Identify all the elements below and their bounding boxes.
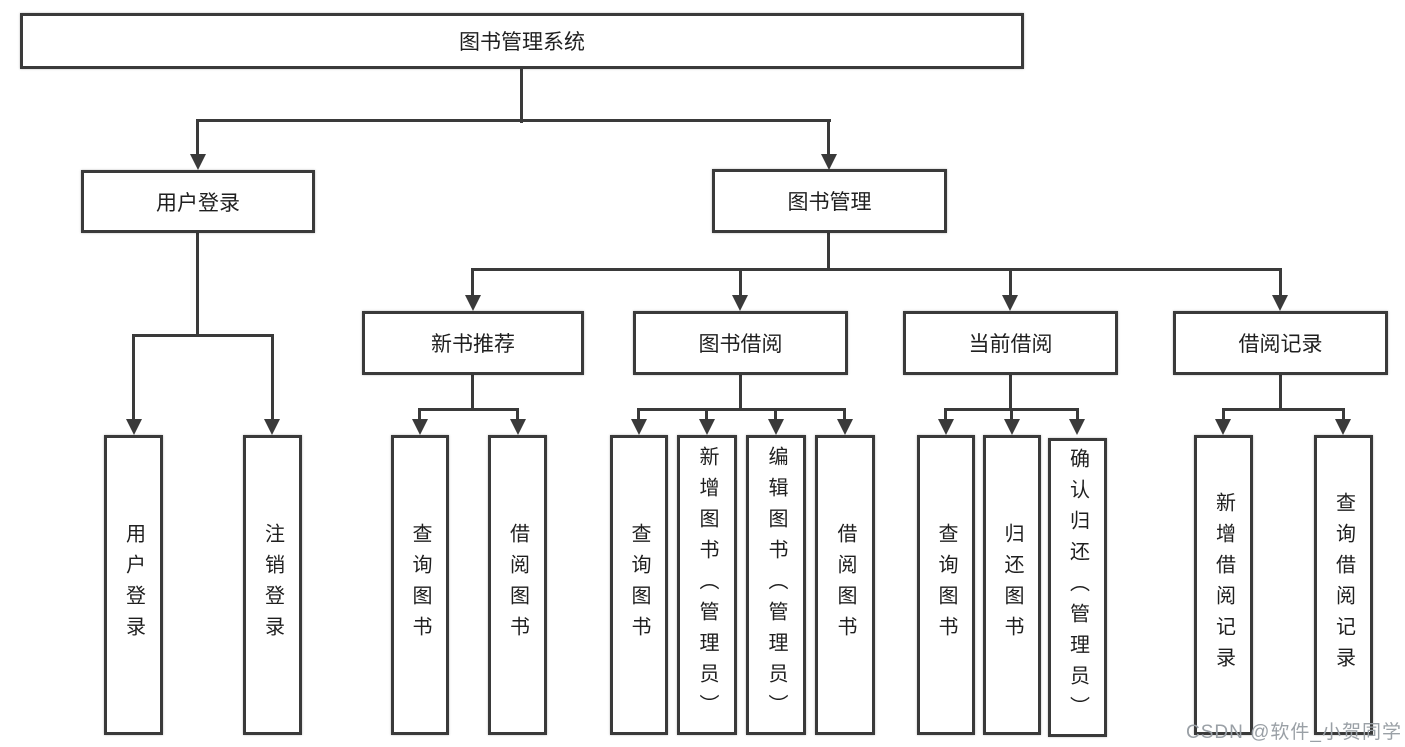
root-connector-stem (520, 69, 523, 123)
book-mgmt-connector-drop (471, 268, 474, 299)
root-connector-drop-right (827, 119, 830, 157)
new-book-connector-stem (471, 375, 474, 411)
arrow-down-icon (190, 154, 206, 170)
leaf-label: 用户登录 (122, 523, 145, 647)
arrow-down-icon (465, 295, 481, 311)
user-login-connector-drop (132, 334, 135, 421)
leaf-label: 查询图书 (935, 523, 957, 647)
book-mgmt-connector-stem (827, 233, 830, 271)
node-new-book-label: 新书推荐 (431, 333, 515, 356)
leaf-borrow-query: 查询图书 (610, 435, 668, 735)
book-mgmt-connector-drop (1279, 268, 1282, 299)
leaf-current-confirm: 确认归还（管理员） (1048, 438, 1107, 737)
leaf-current-return: 归还图书 (983, 435, 1041, 735)
current-connector-drop (1010, 408, 1013, 422)
user-login-connector-drop (271, 334, 274, 421)
leaf-newbook-borrow: 借阅图书 (488, 435, 547, 735)
node-new-book: 新书推荐 (362, 311, 584, 375)
book-mgmt-connector-drop (1009, 268, 1012, 299)
leaf-records-add: 新增借阅记录 (1194, 435, 1253, 735)
borrow-connector-bar (637, 408, 846, 411)
arrow-down-icon (821, 154, 837, 170)
new-book-connector-drop (418, 408, 421, 422)
arrow-down-icon (412, 419, 428, 435)
borrow-connector-drop (843, 408, 846, 422)
arrow-down-icon (1335, 419, 1351, 435)
book-mgmt-connector-drop (739, 268, 742, 299)
leaf-label: 注销登录 (261, 523, 284, 647)
arrow-down-icon (1069, 419, 1085, 435)
arrow-down-icon (1215, 419, 1231, 435)
leaf-label: 确认归还（管理员） (1066, 448, 1089, 727)
leaf-label: 新增借阅记录 (1212, 492, 1235, 678)
current-connector-drop (1076, 408, 1079, 422)
node-user-login-label: 用户登录 (156, 191, 240, 215)
node-records-label: 借阅记录 (1238, 333, 1323, 356)
leaf-label: 查询图书 (628, 523, 650, 647)
leaf-current-query: 查询图书 (917, 435, 975, 735)
leaf-borrow-add: 新增图书（管理员） (677, 435, 737, 735)
arrow-down-icon (837, 419, 853, 435)
leaf-label: 新增图书（管理员） (696, 445, 718, 725)
current-connector-drop (944, 408, 947, 422)
records-connector-drop (1222, 408, 1225, 422)
node-root: 图书管理系统 (20, 13, 1024, 69)
node-book-mgmt: 图书管理 (712, 169, 947, 233)
leaf-newbook-query: 查询图书 (391, 435, 449, 735)
borrow-connector-drop (774, 408, 777, 422)
node-current-label: 当前借阅 (968, 333, 1053, 356)
root-connector-bar (196, 119, 831, 122)
leaf-label: 归还图书 (1001, 523, 1023, 647)
arrow-down-icon (732, 295, 748, 311)
borrow-connector-stem (739, 375, 742, 411)
arrow-down-icon (768, 419, 784, 435)
csdn-watermark: CSDN @软件_小贺同学 (1186, 722, 1402, 743)
borrow-connector-drop (637, 408, 640, 422)
leaf-logout: 注销登录 (243, 435, 302, 735)
node-borrow-label: 图书借阅 (698, 333, 783, 356)
arrow-down-icon (264, 419, 280, 435)
records-connector-bar (1222, 408, 1345, 411)
records-connector-stem (1279, 375, 1282, 411)
leaf-borrow-borrow: 借阅图书 (815, 435, 875, 735)
leaf-records-query: 查询借阅记录 (1314, 435, 1373, 735)
node-borrow: 图书借阅 (633, 311, 848, 375)
arrow-down-icon (1002, 295, 1018, 311)
leaf-label: 查询借阅记录 (1332, 492, 1355, 678)
arrow-down-icon (510, 419, 526, 435)
arrow-down-icon (631, 419, 647, 435)
leaf-borrow-edit: 编辑图书（管理员） (746, 435, 806, 735)
borrow-connector-drop (705, 408, 708, 422)
arrow-down-icon (699, 419, 715, 435)
leaf-user-login: 用户登录 (104, 435, 163, 735)
leaf-label: 编辑图书（管理员） (765, 445, 787, 725)
arrow-down-icon (938, 419, 954, 435)
node-user-login: 用户登录 (81, 170, 315, 233)
records-connector-drop (1342, 408, 1345, 422)
new-book-connector-drop (516, 408, 519, 422)
arrow-down-icon (126, 419, 142, 435)
arrow-down-icon (1004, 419, 1020, 435)
node-root-label: 图书管理系统 (459, 31, 585, 54)
node-book-mgmt-label: 图书管理 (787, 191, 872, 214)
user-login-connector-bar (132, 334, 274, 337)
book-mgmt-connector-bar (471, 268, 1281, 271)
user-login-connector-stem (196, 233, 199, 337)
leaf-label: 查询图书 (409, 523, 431, 647)
arrow-down-icon (1272, 295, 1288, 311)
root-connector-drop-left (196, 119, 199, 157)
node-records: 借阅记录 (1173, 311, 1388, 375)
leaf-label: 借阅图书 (834, 523, 856, 647)
leaf-label: 借阅图书 (506, 523, 529, 647)
node-current: 当前借阅 (903, 311, 1118, 375)
new-book-connector-bar (418, 408, 519, 411)
current-connector-stem (1009, 375, 1012, 411)
